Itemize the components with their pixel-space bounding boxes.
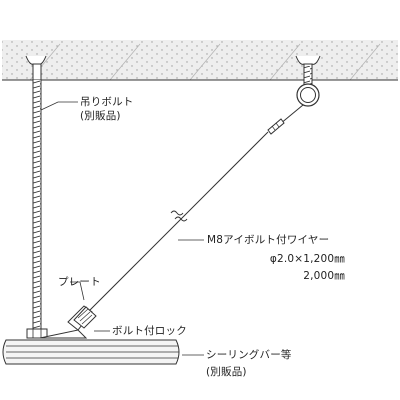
bolt-lock-assembly [39,305,97,339]
wire-spec-2: 2,000㎜ [303,270,345,282]
leader-lines [40,101,204,356]
eye-bolt [295,55,321,107]
ceiling-bar [2,339,180,365]
wire-spec-1: φ2.0×1,200㎜ [269,253,345,265]
wire [87,104,304,313]
hanging-bolt-label: 吊りボルト [80,96,134,108]
ceiling-bar-label: シーリングバー等 [206,349,292,361]
wire-title: M8アイボルト付ワイヤー [207,234,330,246]
bolt-lock-label: ボルト付ロック [112,325,187,337]
hanging-bolt-note: (別販品) [80,110,121,122]
hanging-bolt [25,55,48,339]
ceiling-slab [2,40,398,81]
ceiling-bar-note: (別販品) [206,366,247,378]
plate-label: プレート [58,276,101,288]
